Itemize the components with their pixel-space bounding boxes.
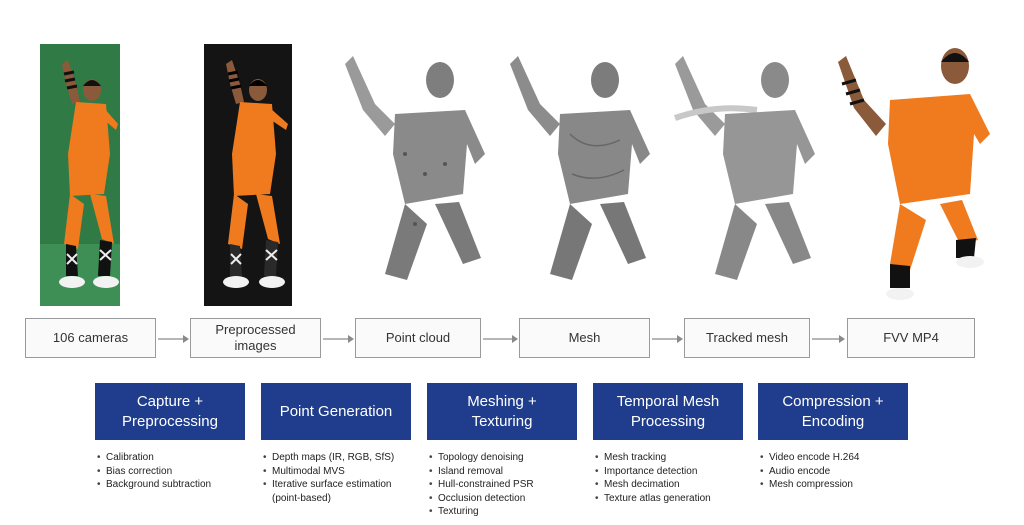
arrow-icon: [652, 334, 684, 344]
phase-box-compression: Compression + Encoding: [758, 383, 908, 440]
bullet-item: Mesh compression: [760, 478, 919, 492]
stage-label: Preprocessed images: [215, 322, 296, 353]
phase-box-meshing: Meshing + Texturing: [427, 383, 577, 440]
arrow-icon: [483, 334, 519, 344]
stage-label: Tracked mesh: [706, 330, 788, 345]
bullet-item: Audio encode: [760, 465, 919, 479]
tracked-mesh-figure: [665, 44, 830, 306]
arrow-icon: [812, 334, 846, 344]
phase-title: Capture + Preprocessing: [122, 392, 218, 430]
bullet-item: Background subtraction: [97, 478, 256, 492]
bullet-item: Bias correction: [97, 465, 256, 479]
phase-title: Temporal Mesh Processing: [616, 392, 720, 430]
phase-bullets-point-generation: Depth maps (IR, RGB, SfS) Multimodal MVS…: [262, 451, 422, 505]
capture-photo-green-screen: [40, 44, 120, 306]
bullet-item: Mesh tracking: [595, 451, 754, 465]
bullet-item: Topology denoising: [429, 451, 588, 465]
stage-label: FVV MP4: [883, 330, 939, 345]
preprocessed-photo-black-bg: [204, 44, 292, 306]
stage-box-fvv-mp4: FVV MP4: [847, 318, 975, 358]
bullet-item: Importance detection: [595, 465, 754, 479]
mesh-figure: [500, 44, 665, 306]
stage-box-point-cloud: Point cloud: [355, 318, 481, 358]
bullet-item: Texturing: [429, 505, 588, 519]
bullet-item: Iterative surface estimation (point-base…: [263, 478, 422, 505]
bullet-item: Calibration: [97, 451, 256, 465]
bullet-item: Occlusion detection: [429, 492, 588, 506]
point-cloud-figure: [335, 44, 500, 306]
arrow-icon: [323, 334, 355, 344]
phase-bullets-meshing: Topology denoising Island removal Hull-c…: [428, 451, 588, 519]
phase-bullets-capture: Calibration Bias correction Background s…: [96, 451, 256, 492]
stage-label: Point cloud: [385, 330, 451, 345]
stage-box-preprocessed: Preprocessed images: [190, 318, 321, 358]
stage-label: 106 cameras: [52, 330, 129, 345]
stage-box-mesh: Mesh: [519, 318, 650, 358]
stage-label: Mesh: [568, 330, 601, 345]
bullet-item: Island removal: [429, 465, 588, 479]
arrow-icon: [158, 334, 190, 344]
phase-box-temporal: Temporal Mesh Processing: [593, 383, 743, 440]
phase-bullets-temporal: Mesh tracking Importance detection Mesh …: [594, 451, 754, 505]
phase-bullets-compression: Video encode H.264 Audio encode Mesh com…: [759, 451, 919, 492]
stage-box-tracked-mesh: Tracked mesh: [684, 318, 810, 358]
phase-title: Meshing + Texturing: [467, 392, 537, 430]
bullet-item: Depth maps (IR, RGB, SfS): [263, 451, 422, 465]
bullet-item: Mesh decimation: [595, 478, 754, 492]
bullet-item: Video encode H.264: [760, 451, 919, 465]
bullet-item: Hull-constrained PSR: [429, 478, 588, 492]
phase-title: Point Generation: [279, 402, 393, 420]
phase-box-capture: Capture + Preprocessing: [95, 383, 245, 440]
bullet-item: Multimodal MVS: [263, 465, 422, 479]
stage-box-cameras: 106 cameras: [25, 318, 156, 358]
phase-box-point-generation: Point Generation: [261, 383, 411, 440]
bullet-item: Texture atlas generation: [595, 492, 754, 506]
phase-title: Compression + Encoding: [782, 392, 884, 430]
fvv-render-figure: [830, 44, 995, 306]
